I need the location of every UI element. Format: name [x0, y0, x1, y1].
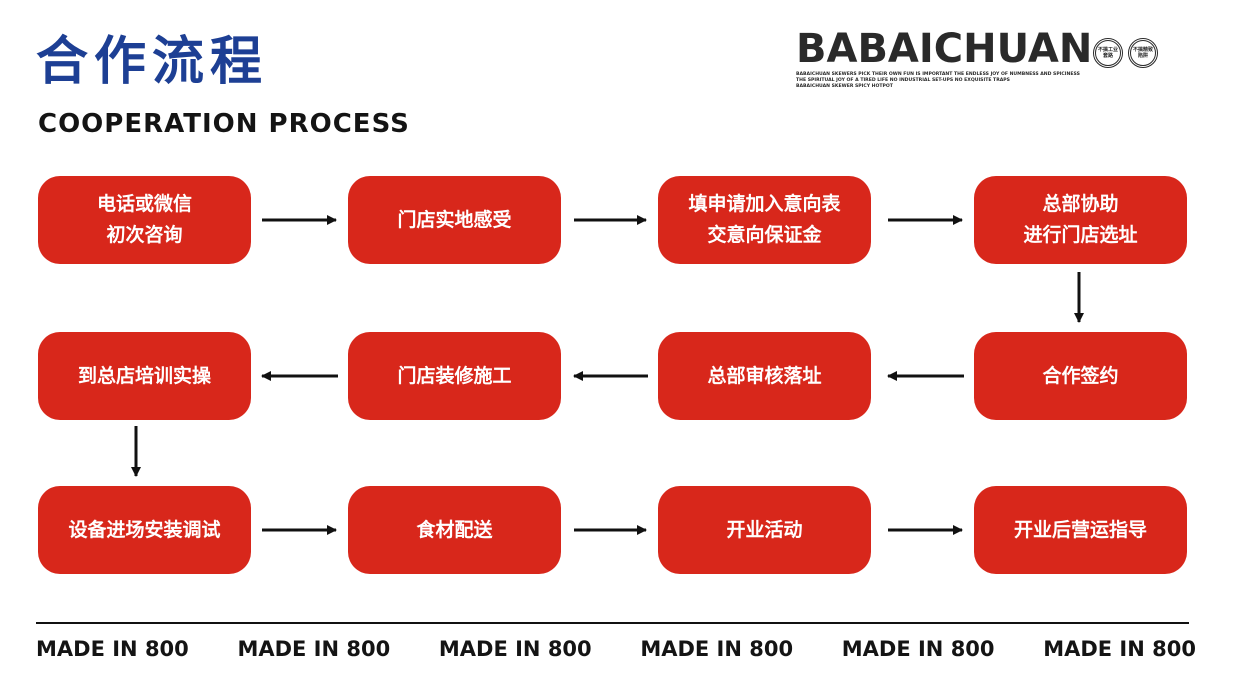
process-step-text: 门店装修施工 [397, 364, 512, 387]
process-step-text: 总部审核落址 [707, 364, 822, 387]
footer-slogan: MADE IN 800 [841, 637, 995, 661]
process-step-text: 门店实地感受 [397, 208, 512, 231]
seal-text: 不搞工业套路 [1098, 47, 1119, 59]
footer-divider [36, 622, 1189, 624]
process-step-text: 食材配送 [416, 518, 493, 541]
process-step: 门店装修施工 [348, 332, 561, 420]
footer-slogan: MADE IN 800 [640, 637, 794, 661]
process-step-text: 开业后营运指导 [1013, 518, 1147, 541]
footer-slogan: MADE IN 800 [1043, 637, 1196, 661]
brand-logo: BABAICHUAN BABAICHUAN SKEWERS PICK THEIR… [796, 26, 1196, 106]
process-step-text: 电话或微信 [96, 193, 192, 215]
process-step-text: 总部协助 [1042, 193, 1119, 215]
process-step-text: 设备进场安装调试 [68, 518, 221, 541]
brand-name: BABAICHUAN [796, 26, 1093, 72]
page-subtitle: COOPERATION PROCESS [38, 109, 410, 139]
footer-slogan: MADE IN 800 [237, 637, 391, 661]
brand-tagline-line: THE SPIRITUAL JOY OF A TIRED LIFE NO IND… [796, 78, 1010, 83]
process-step-text: 进行门店选址 [1023, 224, 1138, 246]
process-step: 到总店培训实操 [38, 332, 251, 420]
process-step: 总部协助 进行门店选址 [974, 176, 1187, 264]
brand-tagline-line: BABAICHUAN SKEWER SPICY HOTPOT [796, 84, 893, 89]
process-step-text: 合作签约 [1042, 364, 1119, 387]
footer-slogan: MADE IN 800 [438, 637, 592, 661]
process-step-text: 填申请加入意向表 [688, 193, 841, 215]
process-step: 总部审核落址 [658, 332, 871, 420]
process-step: 电话或微信 初次咨询 [38, 176, 251, 264]
page-title: 合作流程 [36, 32, 269, 92]
footer-banner: MADE IN 800 MADE IN 800 MADE IN 800 MADE… [36, 634, 1196, 668]
brand-tagline: BABAICHUAN SKEWERS PICK THEIR OWN FUN IS… [796, 72, 1096, 90]
seal-icon: 不搞工业套路 [1093, 38, 1123, 68]
seal-text: 不搞精致陷阱 [1133, 47, 1154, 59]
process-step: 开业后营运指导 [974, 486, 1187, 574]
process-step: 开业活动 [658, 486, 871, 574]
process-step-text: 初次咨询 [106, 224, 183, 246]
process-step-text: 交意向保证金 [707, 224, 822, 246]
footer-slogan: MADE IN 800 [36, 637, 189, 661]
process-step: 合作签约 [974, 332, 1187, 420]
process-step: 填申请加入意向表 交意向保证金 [658, 176, 871, 264]
seal-icon: 不搞精致陷阱 [1128, 38, 1158, 68]
brand-tagline-line: BABAICHUAN SKEWERS PICK THEIR OWN FUN IS… [796, 72, 1080, 77]
process-step-text: 到总店培训实操 [77, 364, 211, 387]
process-step: 食材配送 [348, 486, 561, 574]
process-step-text: 开业活动 [726, 518, 803, 541]
process-step: 设备进场安装调试 [38, 486, 251, 574]
process-step: 门店实地感受 [348, 176, 561, 264]
